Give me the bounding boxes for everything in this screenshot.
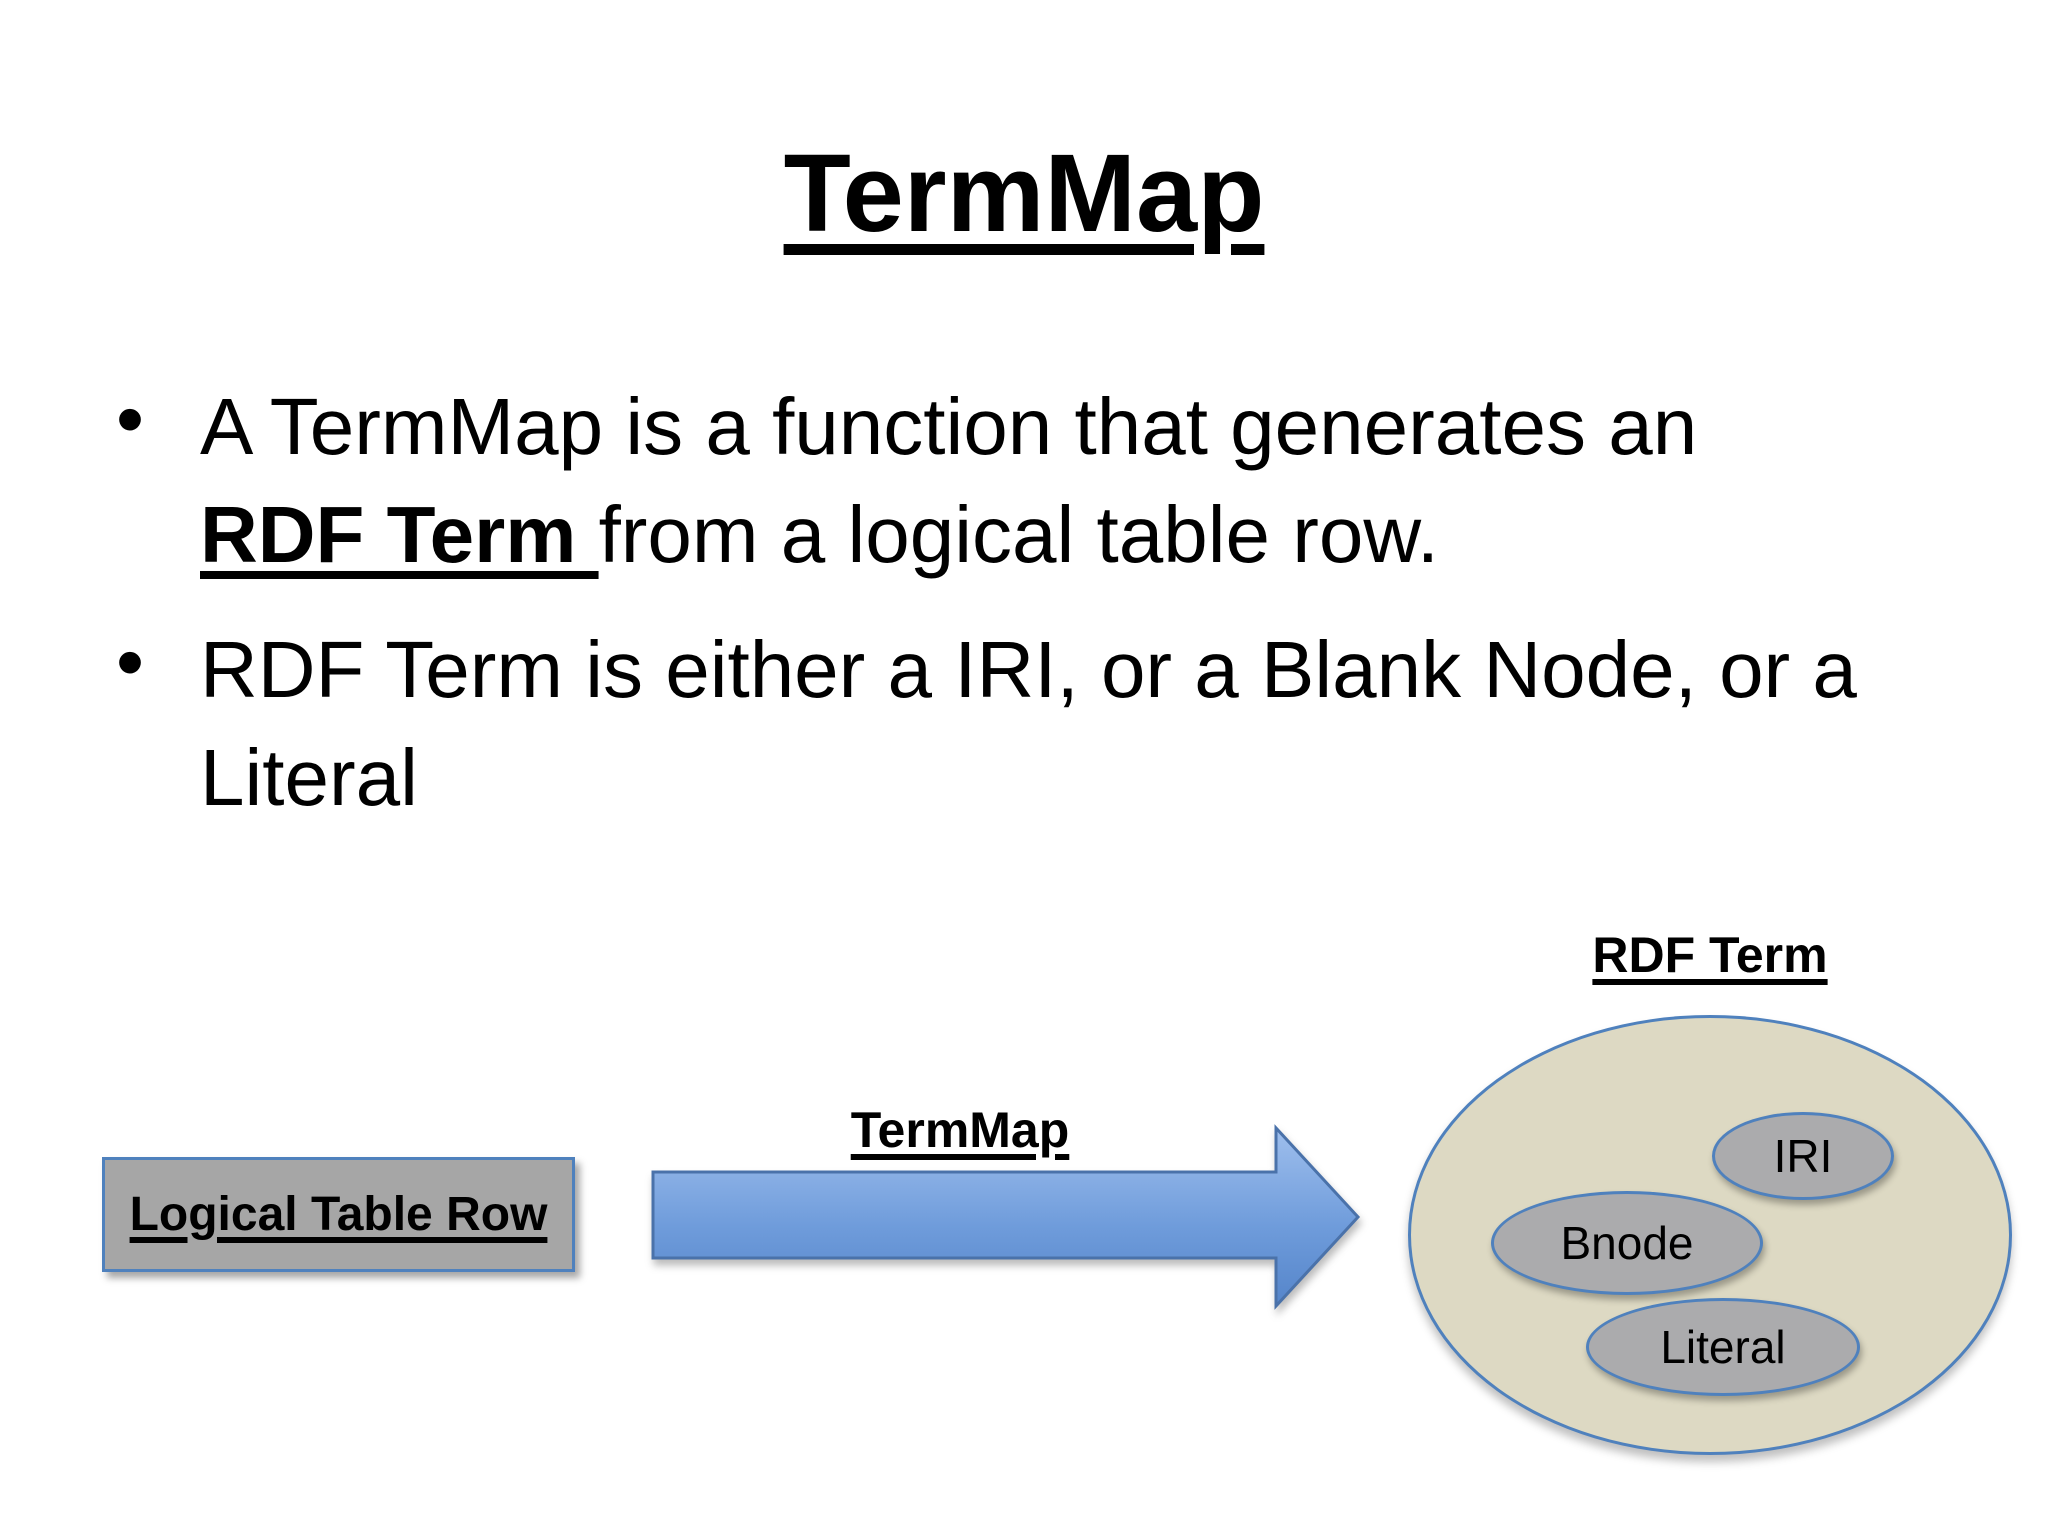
bullet-point-2: • RDF Term is either a IRI, or a Blank N… <box>96 616 1976 832</box>
bullet-marker: • <box>116 374 145 463</box>
termmap-arrow-label: TermMap <box>650 1100 1270 1160</box>
iri-ellipse: IRI <box>1712 1112 1894 1200</box>
bullet-list: • A TermMap is a function that generates… <box>96 373 1976 832</box>
logical-table-row-label: Logical Table Row <box>129 1188 548 1241</box>
termmap-arrow-label-text: TermMap <box>850 1102 1070 1158</box>
literal-label: Literal <box>1660 1321 1786 1373</box>
page-title: TermMap <box>0 128 2048 260</box>
bullet2-line1: RDF Term is either a IRI, or a Blank Nod… <box>200 625 1857 714</box>
logical-table-row-box: Logical Table Row <box>102 1157 575 1272</box>
bullet-marker: • <box>116 617 145 706</box>
literal-ellipse: Literal <box>1586 1298 1860 1396</box>
bullet2-line2: Literal <box>200 733 418 822</box>
bullet-point-1: • A TermMap is a function that generates… <box>96 373 1976 589</box>
bullet1-line1: A TermMap is a function that generates a… <box>200 382 1698 471</box>
bullet1-rdf-term-emphasis: RDF Term <box>200 490 599 579</box>
iri-label: IRI <box>1773 1130 1833 1182</box>
page-title-text: TermMap <box>783 132 1265 255</box>
rdf-term-set-label: RDF Term <box>1460 925 1960 985</box>
bullet1-line2-rest: from a logical table row. <box>598 490 1439 579</box>
bnode-ellipse: Bnode <box>1491 1191 1763 1295</box>
right-arrow-shape <box>651 1124 1361 1310</box>
bnode-label: Bnode <box>1560 1217 1694 1269</box>
rdf-term-set-label-text: RDF Term <box>1592 927 1828 983</box>
termmap-arrow <box>651 1124 1361 1310</box>
